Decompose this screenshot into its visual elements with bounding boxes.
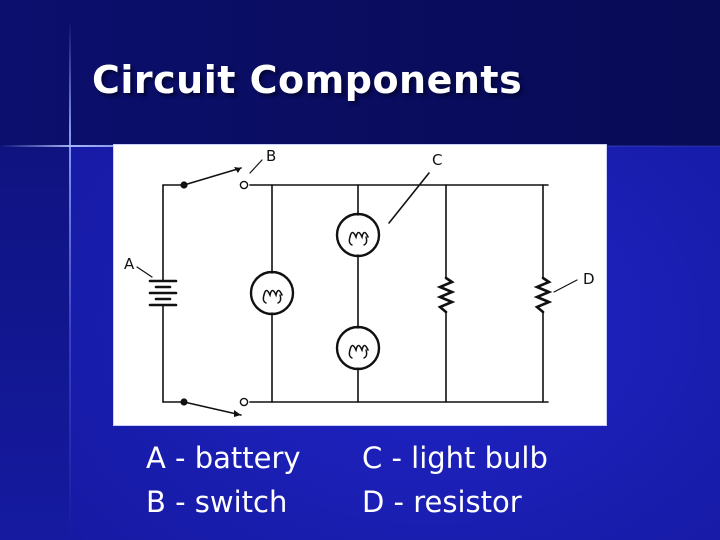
switch-top-pivot (180, 181, 188, 189)
legend-item-light-bulb: C - light bulb (362, 441, 548, 475)
bulb-c-filament (349, 231, 369, 240)
vertical-glow-line (69, 20, 71, 540)
label-a: A (124, 255, 135, 273)
switch-top-blade (183, 167, 242, 186)
legend-right: C - light bulb D - resistor (362, 436, 548, 524)
switch-bottom-blade (183, 401, 242, 416)
label-d: D (583, 270, 595, 288)
left-band (0, 146, 70, 540)
leader-c (388, 172, 430, 224)
circuit-svg: B A C D (124, 147, 595, 417)
bulb-1-filament (263, 289, 283, 298)
legend-item-battery: A - battery (146, 441, 301, 475)
leader-d (553, 279, 578, 293)
resistor-d-symbol (533, 276, 553, 314)
slide-title: Circuit Components (92, 58, 523, 102)
label-c: C (432, 151, 442, 169)
legend-item-switch: B - switch (146, 485, 288, 519)
resistor-symbol (436, 276, 456, 314)
bulb-c-symbol (335, 212, 381, 258)
bulb-1-symbol (249, 270, 295, 316)
switch-bottom-contact (239, 397, 249, 407)
leader-b (249, 159, 263, 174)
title-band (0, 0, 720, 146)
legend-item-resistor: D - resistor (362, 485, 522, 519)
legend-left: A - battery B - switch (146, 436, 301, 524)
circuit-diagram: B A C D (113, 144, 607, 426)
label-b: B (266, 147, 276, 165)
bulb-3-filament (349, 344, 369, 353)
leader-a (136, 266, 153, 278)
switch-bottom-pivot (180, 398, 188, 406)
bulb-3-symbol (335, 325, 381, 371)
switch-top-contact (239, 180, 249, 190)
